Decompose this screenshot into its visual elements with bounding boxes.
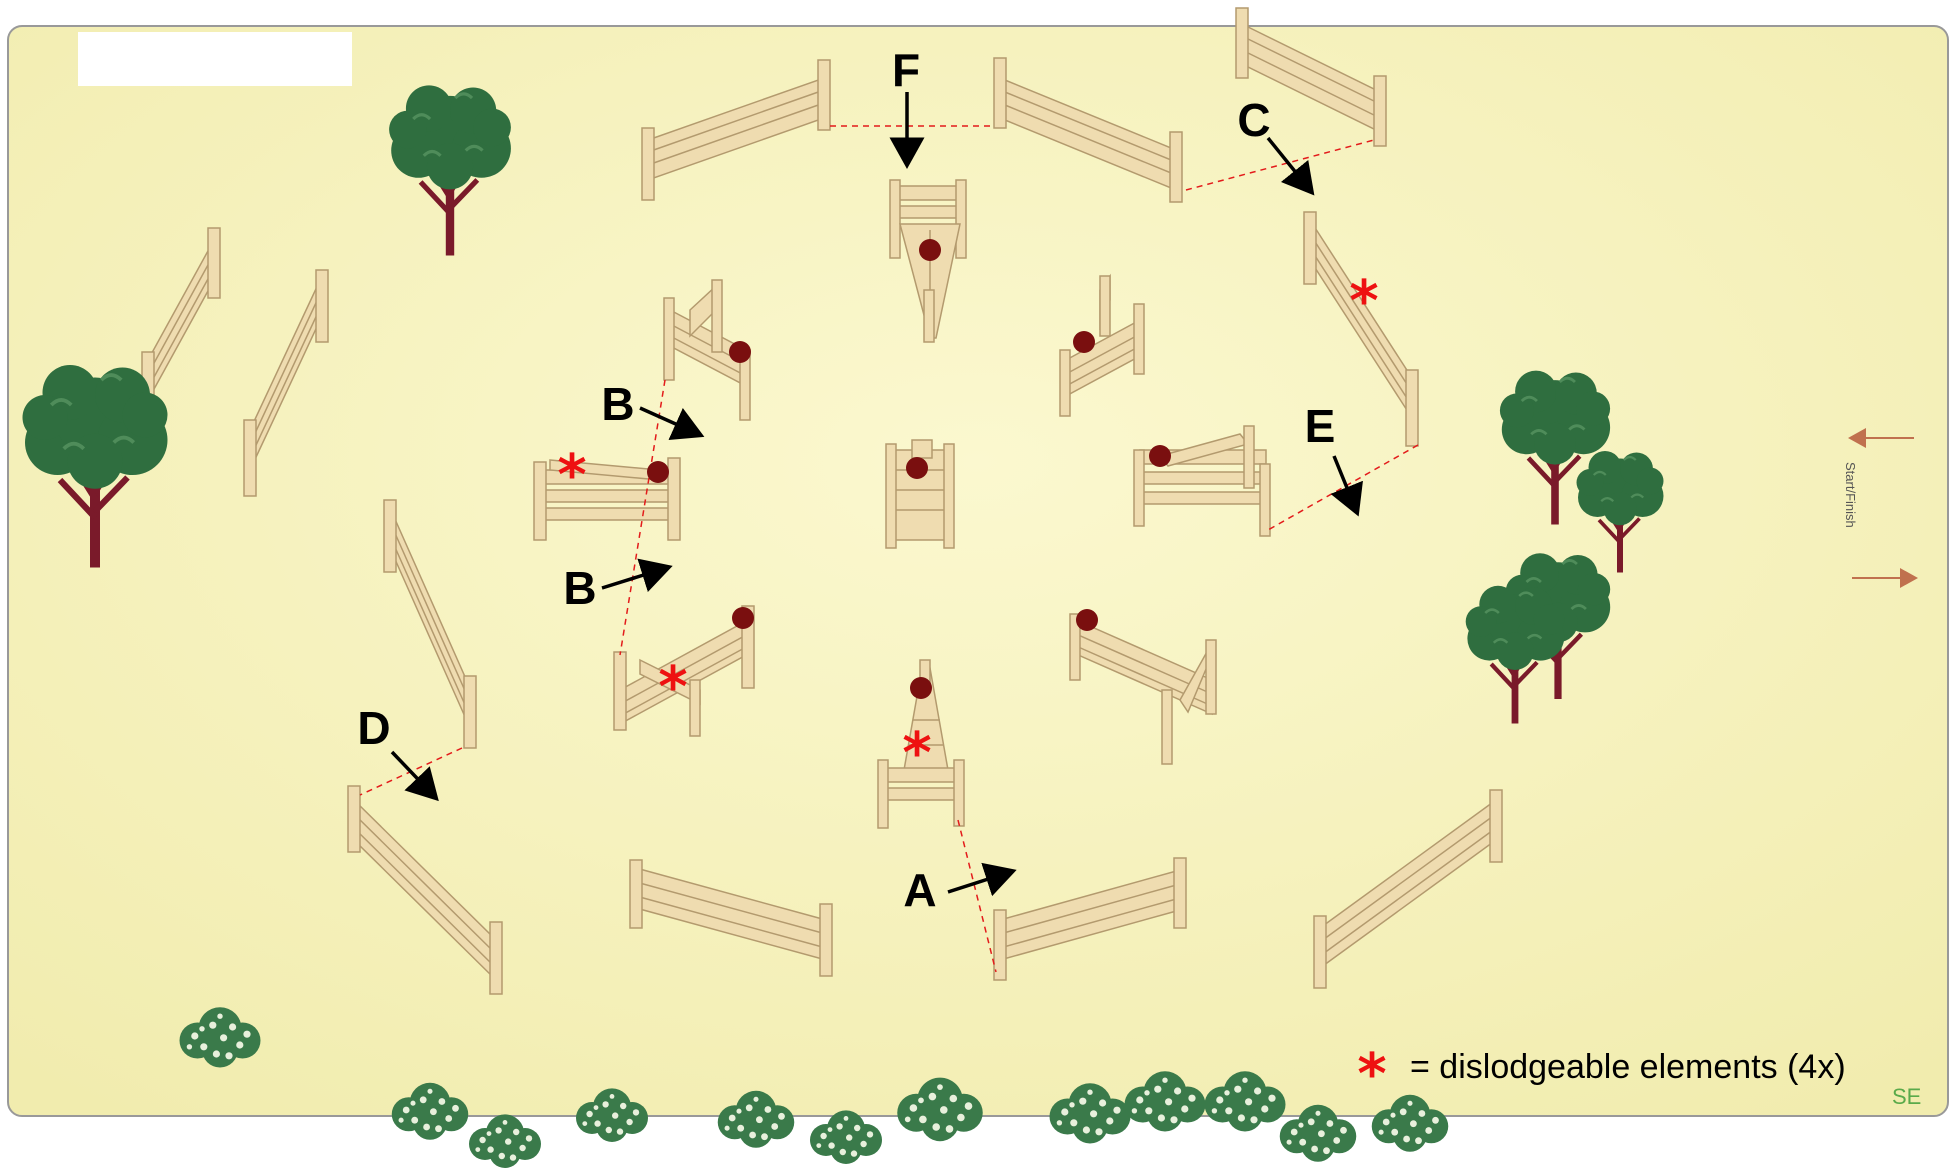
star-marker-icon: * bbox=[658, 655, 687, 720]
star-marker-icon: * bbox=[557, 443, 586, 508]
label-B-upper: B bbox=[601, 378, 634, 430]
arena-ground bbox=[8, 26, 1948, 1116]
label-E: E bbox=[1305, 400, 1336, 452]
dot-marker-icon bbox=[906, 457, 928, 479]
corner-mark: SE bbox=[1892, 1084, 1921, 1109]
bush-icon bbox=[810, 1110, 882, 1164]
star-marker-icon: * bbox=[902, 721, 931, 786]
fence-icon bbox=[886, 440, 954, 548]
dot-marker-icon bbox=[910, 677, 932, 699]
dot-marker-icon bbox=[1149, 445, 1171, 467]
dot-marker-icon bbox=[1076, 609, 1098, 631]
legend-star-icon: * bbox=[1357, 1042, 1386, 1107]
dot-marker-icon bbox=[729, 341, 751, 363]
legend-text: = dislodgeable elements (4x) bbox=[1410, 1048, 1846, 1086]
star-marker-icon: * bbox=[1349, 269, 1378, 334]
blank-label-area bbox=[78, 32, 352, 86]
dot-marker-icon bbox=[919, 239, 941, 261]
label-C: C bbox=[1237, 94, 1270, 146]
dot-marker-icon bbox=[1073, 331, 1095, 353]
label-F: F bbox=[892, 44, 920, 96]
label-B-lower: B bbox=[563, 562, 596, 614]
label-D: D bbox=[357, 702, 390, 754]
label-A: A bbox=[903, 864, 936, 916]
bush-icon bbox=[469, 1114, 541, 1168]
start-finish-label: Start/Finish bbox=[1843, 462, 1858, 528]
dot-marker-icon bbox=[647, 461, 669, 483]
dot-marker-icon bbox=[732, 607, 754, 629]
